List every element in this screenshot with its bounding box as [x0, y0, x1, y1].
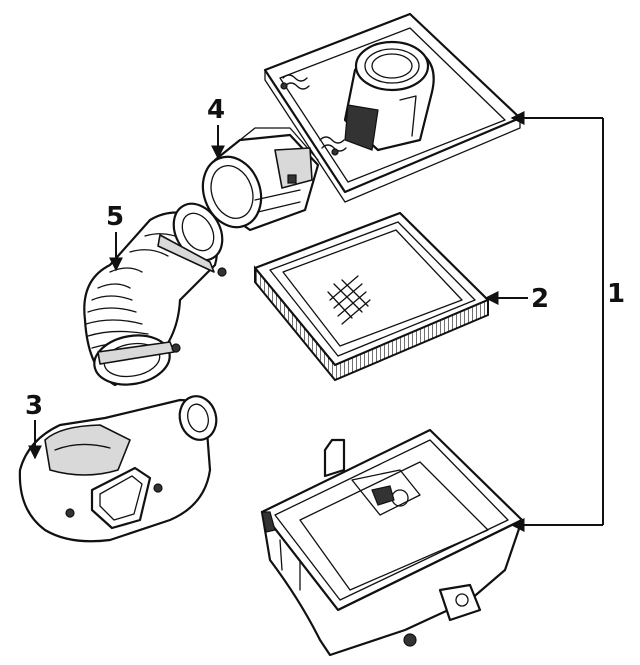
callout-4: 4 — [207, 95, 225, 125]
callout-1-bracket — [510, 111, 604, 532]
intake-duct-bellows — [83, 202, 227, 387]
callout-5: 5 — [106, 202, 124, 232]
air-cleaner-housing — [260, 428, 524, 657]
air-filter-element — [253, 211, 490, 382]
callout-1: 1 — [607, 279, 625, 309]
mass-airflow-sensor — [201, 127, 320, 232]
callout-3: 3 — [25, 391, 43, 421]
callout-2: 2 — [531, 284, 549, 314]
resonator-inlet-duct — [18, 395, 218, 543]
air-cleaner-cover — [263, 12, 522, 203]
